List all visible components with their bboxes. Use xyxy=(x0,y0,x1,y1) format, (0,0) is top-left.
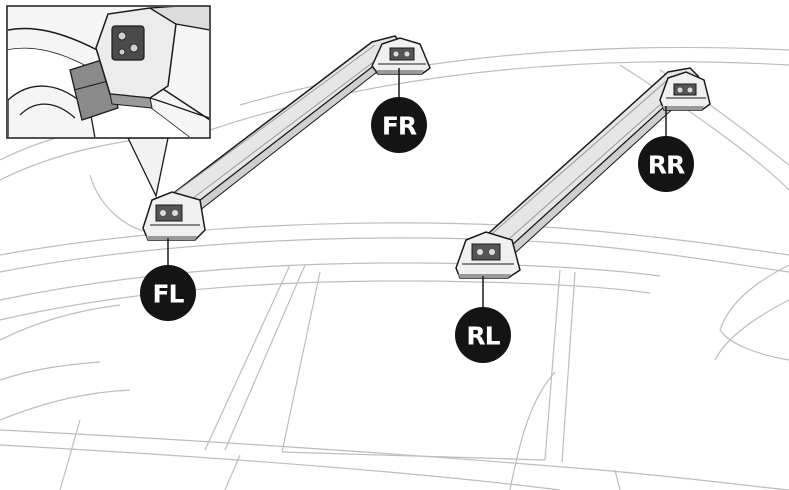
badge-rear-right: RR xyxy=(638,136,694,192)
badge-front-right-label: FR xyxy=(382,112,417,141)
badge-front-left: FL xyxy=(140,265,196,321)
front-left-foot xyxy=(142,191,206,241)
badge-rear-right-label: RR xyxy=(648,151,685,180)
badge-front-left-label: FL xyxy=(152,280,184,309)
leader-lines xyxy=(167,68,667,310)
badge-rear-left: RL xyxy=(455,307,511,363)
badge-rear-left-label: RL xyxy=(466,322,500,351)
badge-front-right: FR xyxy=(371,97,427,153)
rear-right-foot xyxy=(659,71,711,111)
front-crossbar xyxy=(142,35,431,241)
foot-clamp-detail-inset xyxy=(6,5,211,199)
rear-left-foot xyxy=(455,231,521,279)
car-body-outline xyxy=(0,46,789,490)
front-right-foot xyxy=(371,37,431,75)
rear-crossbar xyxy=(455,67,711,279)
